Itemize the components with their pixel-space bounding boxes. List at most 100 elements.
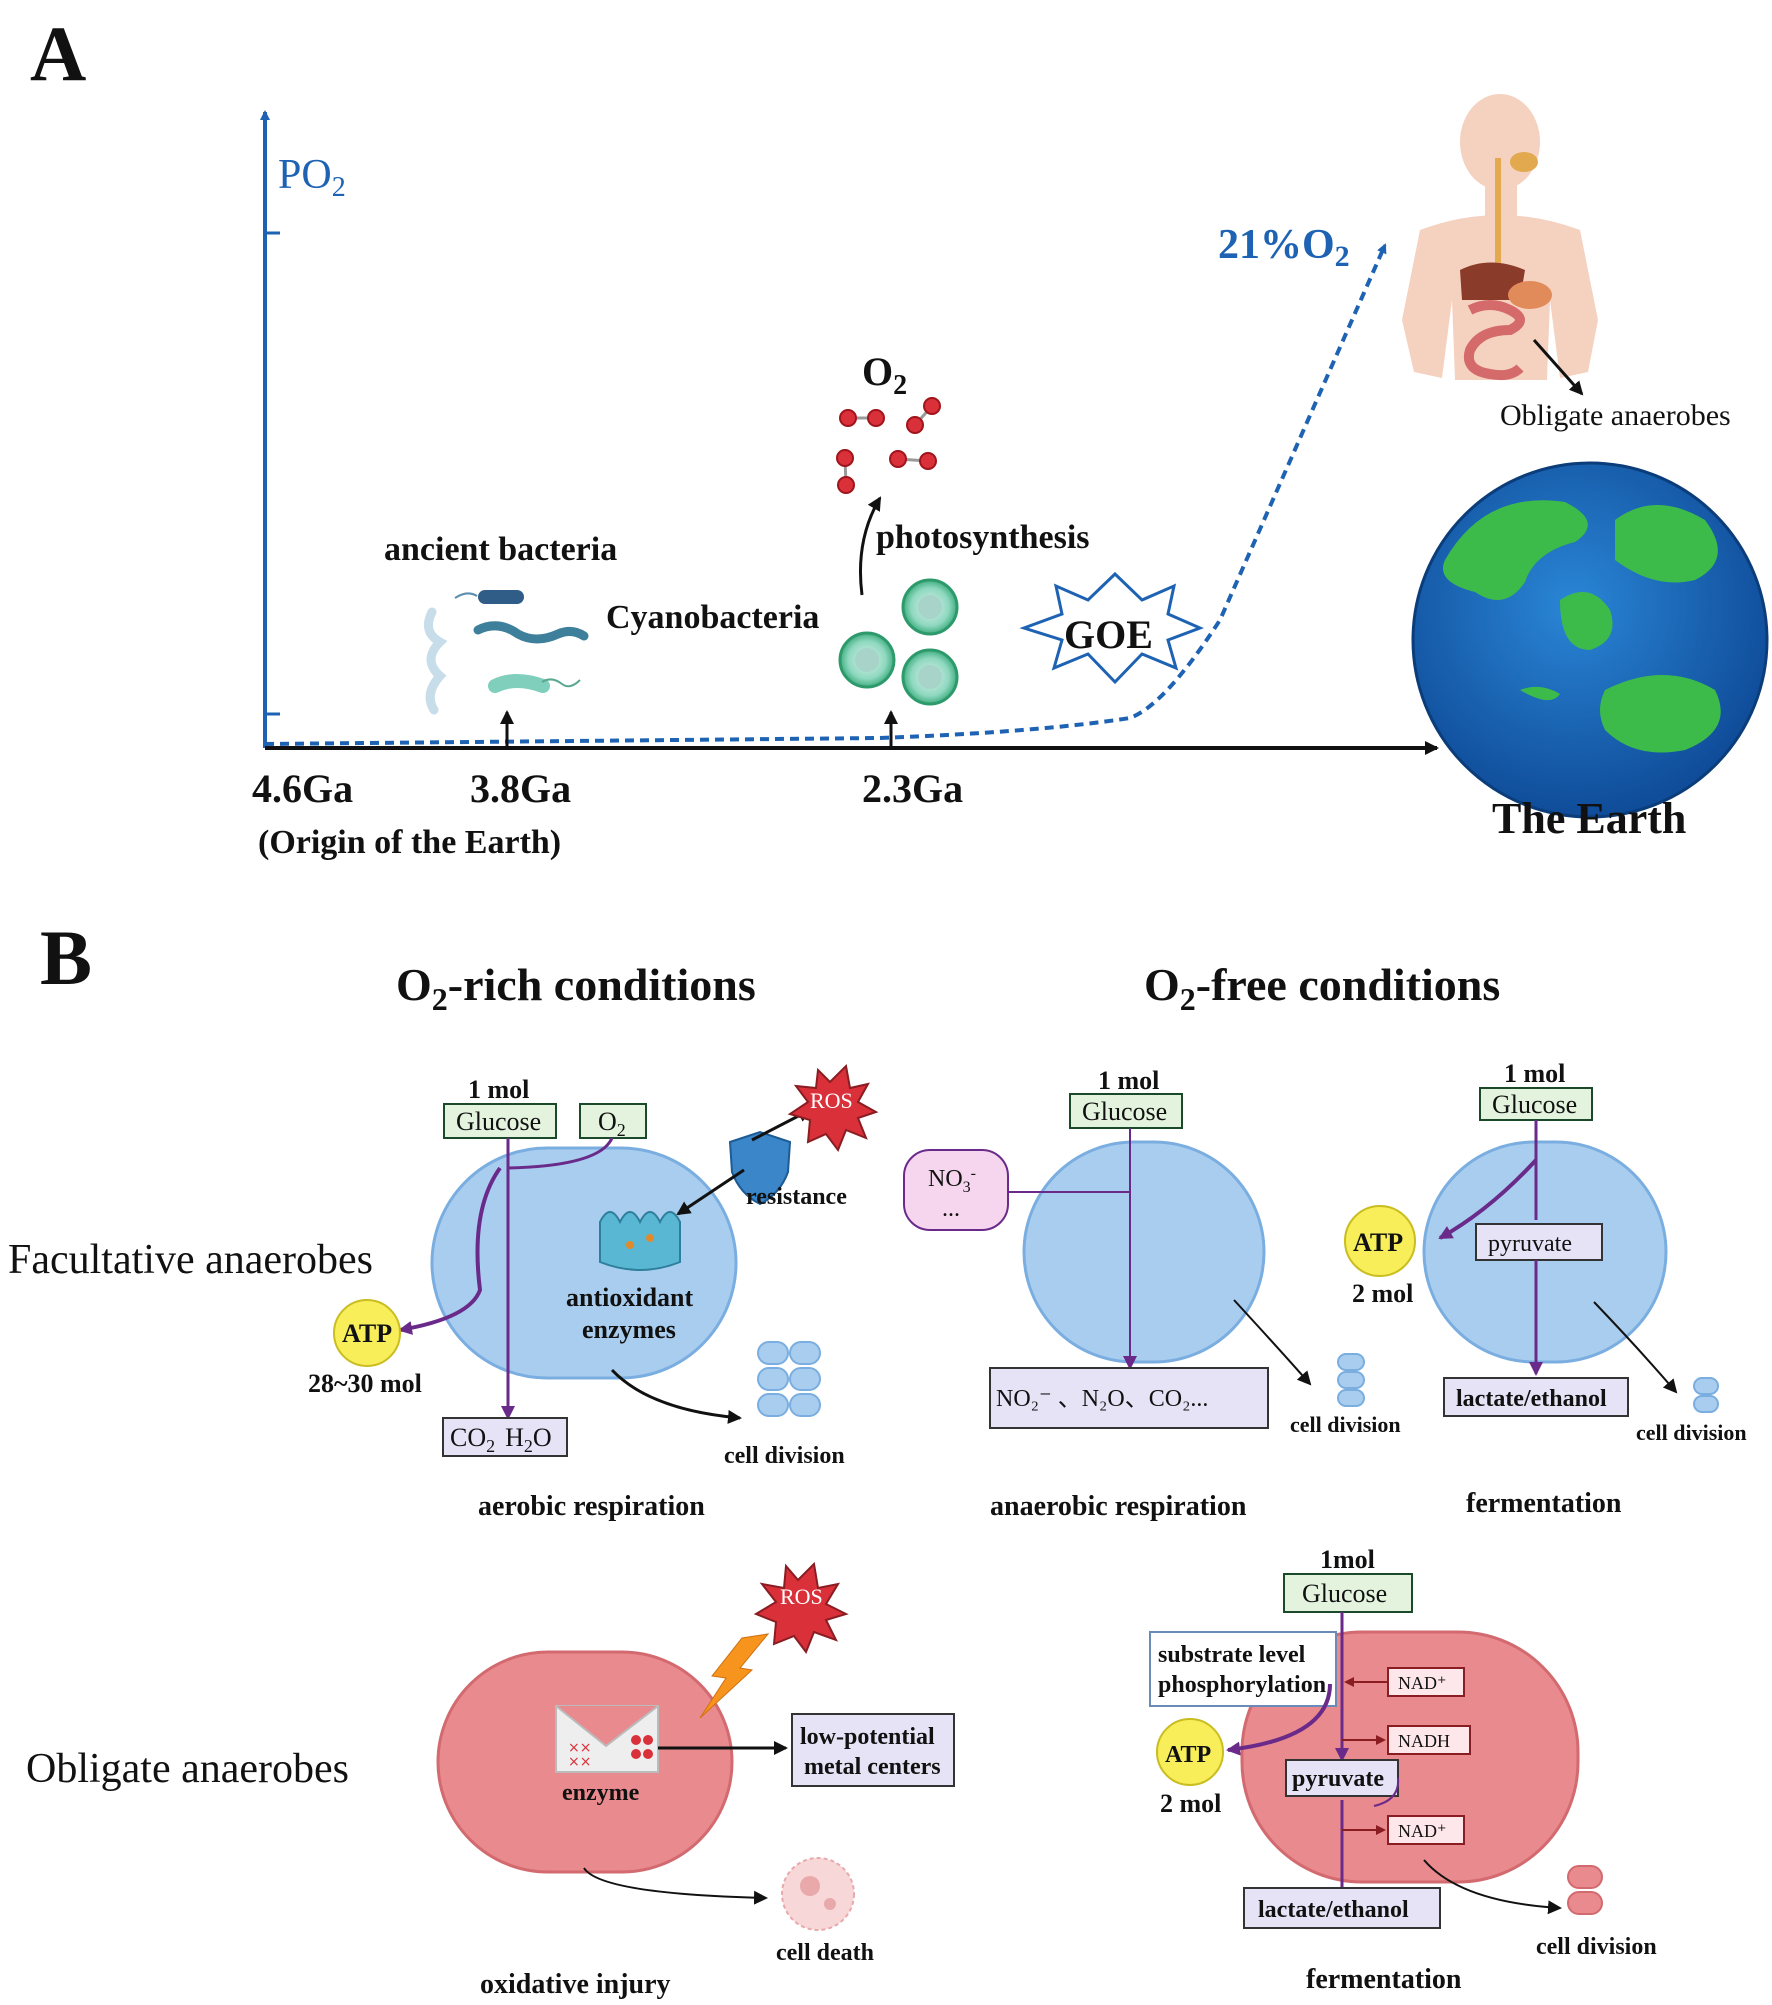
cell-division-icon-anaerobic xyxy=(1337,1353,1365,1407)
col-title-rich: O2-rich conditions xyxy=(396,959,756,1017)
x-tick-3-8ga: 3.8Ga xyxy=(470,766,571,811)
aerobic-o2: O2 xyxy=(598,1107,626,1140)
antioxidant-enzyme-icon xyxy=(599,1211,681,1271)
photosynthesis-arrow xyxy=(859,496,882,596)
goe-starburst: GOE xyxy=(1019,571,1204,685)
aerobic-caption: aerobic respiration xyxy=(478,1491,705,1522)
aerobic-o2-box xyxy=(579,1103,647,1139)
aerobic-mol: 1 mol xyxy=(468,1075,529,1104)
ferm-obl-mol: 1mol xyxy=(1320,1545,1375,1574)
enzymes-label: enzymes xyxy=(582,1315,676,1344)
svg-text:××: ×× xyxy=(568,1754,591,1770)
obligate-anaerobes-label: Obligate anaerobes xyxy=(1500,399,1731,432)
ferm-fac-atp: ATP xyxy=(1353,1228,1403,1257)
anaerobic-mol: 1 mol xyxy=(1098,1066,1159,1095)
o2-curve xyxy=(264,243,1387,746)
ferm-fac-atp-mol: 2 mol xyxy=(1352,1279,1413,1308)
substrate-line2: phosphorylation xyxy=(1158,1672,1326,1698)
nad2-box xyxy=(1387,1815,1465,1845)
panel-b-letter: B xyxy=(40,914,92,1001)
fermentation-facultative-diagram: 1 mol Glucose ATP 2 mol pyruvate lactate… xyxy=(1344,1059,1747,1519)
ferm-obl-atp-mol: 2 mol xyxy=(1160,1789,1221,1818)
y-axis xyxy=(260,110,280,748)
ferm-obl-products: lactate/ethanol xyxy=(1258,1897,1409,1923)
resistance-label: resistance xyxy=(746,1184,847,1210)
x-tick-origin-note: (Origin of the Earth) xyxy=(258,824,561,861)
anaerobic-respiration-diagram: 1 mol Glucose NO3- ... NO₂⁻ 、N₂O、CO₂... … xyxy=(903,1066,1401,1522)
col-title-free: O2-free conditions xyxy=(1144,959,1500,1017)
ferm-obl-atp: ATP xyxy=(1165,1742,1211,1768)
ferm-obl-cell-division: cell division xyxy=(1536,1934,1657,1960)
cell-division-icon-ferm-fac xyxy=(1693,1377,1719,1413)
row-label-facultative: Facultative anaerobes xyxy=(8,1237,373,1283)
ferm-fac-products: lactate/ethanol xyxy=(1456,1386,1607,1412)
no3-label: NO3- xyxy=(928,1165,976,1196)
ferm-obl-pyruvate: pyruvate xyxy=(1292,1766,1384,1792)
ferm-obl-glucose: Glucose xyxy=(1302,1579,1387,1608)
svg-text:××: ×× xyxy=(568,1740,591,1756)
anaerobic-products-box xyxy=(989,1367,1269,1429)
no3-ellipsis: ... xyxy=(942,1196,960,1222)
metal-centers-line1: low-potential xyxy=(800,1724,935,1750)
cell-division-icon-ferm-obl xyxy=(1567,1865,1603,1915)
ferm-obl-caption: fermentation xyxy=(1306,1964,1462,1995)
oxidative-injury-diagram: ROS ×× ×× enzyme low-potential metal cen… xyxy=(436,1561,955,2000)
anaerobic-caption: anaerobic respiration xyxy=(990,1491,1247,1522)
ferm-fac-mol: 1 mol xyxy=(1504,1059,1565,1088)
nadh-label: NADH xyxy=(1398,1731,1450,1751)
anaerobic-glucose: Glucose xyxy=(1082,1097,1167,1126)
fermentation-obligate-diagram: 1mol Glucose substrate level phosphoryla… xyxy=(1149,1545,1657,1995)
nadh-box xyxy=(1387,1725,1471,1755)
substrate-box xyxy=(1149,1631,1337,1707)
ros-burst-obligate xyxy=(753,1561,849,1655)
ancient-bacteria-illustration xyxy=(423,590,589,715)
aerobic-glucose: Glucose xyxy=(456,1107,541,1136)
earth-illustration xyxy=(1411,461,1769,819)
aerobic-atp-mol: 28~30 mol xyxy=(308,1369,422,1398)
x-tick-4-6ga: 4.6Ga xyxy=(252,766,353,811)
cyanobacteria-label: Cyanobacteria xyxy=(606,599,819,636)
anaerobic-cell-division: cell division xyxy=(1290,1412,1401,1437)
obligate-anaerobes-arrow xyxy=(1532,339,1584,396)
anaerobic-products: NO₂⁻ 、N₂O、CO₂... xyxy=(996,1386,1208,1412)
o2-molecules-illustration xyxy=(836,397,941,494)
photosynthesis-label: photosynthesis xyxy=(876,519,1090,556)
ferm-obl-glucose-box xyxy=(1283,1573,1413,1613)
ros-burst-aerobic xyxy=(787,1063,879,1153)
aerobic-glucose-box xyxy=(443,1103,557,1139)
ferm-obl-products-box xyxy=(1243,1887,1441,1929)
anaerobic-glucose-box xyxy=(1069,1093,1183,1129)
goe-label: GOE xyxy=(1064,612,1153,657)
ferm-fac-cell-division: cell division xyxy=(1636,1420,1747,1445)
antioxidant-label: antioxidant xyxy=(566,1283,693,1312)
ancient-bacteria-label: ancient bacteria xyxy=(384,531,617,568)
nad1-label: NAD⁺ xyxy=(1398,1673,1447,1693)
no3-box xyxy=(903,1149,1009,1231)
o2-title: O2 xyxy=(862,349,907,401)
ferm-fac-caption: fermentation xyxy=(1466,1488,1622,1519)
cell-division-icon-aerobic xyxy=(757,1341,821,1417)
aerobic-atp: ATP xyxy=(342,1319,392,1348)
x-tick-2-3ga: 2.3Ga xyxy=(862,766,963,811)
ros-label-obligate: ROS xyxy=(780,1584,823,1609)
aerobic-cell-division: cell division xyxy=(724,1443,845,1469)
ferm-fac-pyruvate: pyruvate xyxy=(1488,1231,1572,1257)
aerobic-products-box xyxy=(442,1417,568,1457)
panel-a-letter: A xyxy=(30,10,86,97)
cyanobacteria-illustration xyxy=(838,578,959,706)
ferm-fac-pyruvate-box xyxy=(1475,1223,1603,1261)
cell-death-icon xyxy=(781,1857,855,1931)
human-body-illustration xyxy=(1402,94,1598,381)
shield-icon xyxy=(728,1130,792,1206)
lightning-bolt-icon xyxy=(699,1633,770,1719)
substrate-line1: substrate level xyxy=(1158,1642,1306,1668)
y-axis-label: PO2 xyxy=(278,152,346,203)
ferm-fac-products-box xyxy=(1443,1377,1629,1417)
enzyme-label: enzyme xyxy=(562,1780,640,1806)
metal-centers-line2: metal centers xyxy=(804,1754,941,1780)
ros-label-aerobic: ROS xyxy=(810,1088,853,1113)
o2-level-label: 21%O2 xyxy=(1218,222,1350,273)
